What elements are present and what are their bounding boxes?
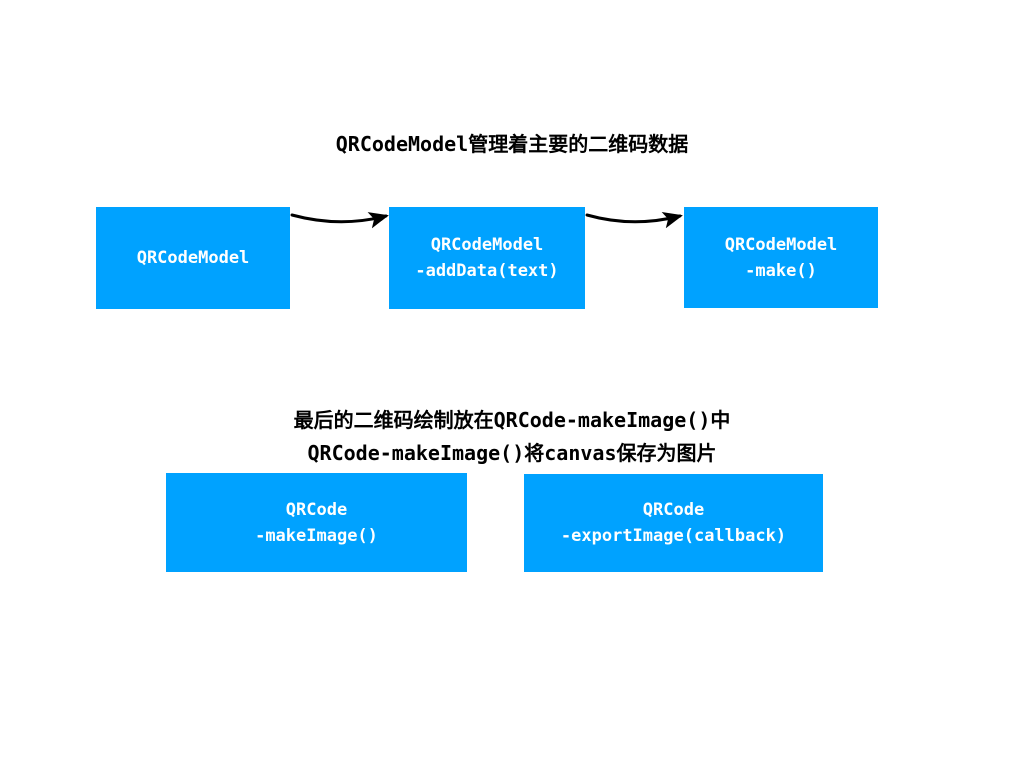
- caption-block: 最后的二维码绘制放在QRCode-makeImage()中 QRCode-mak…: [0, 404, 1024, 470]
- caption-line-1: 最后的二维码绘制放在QRCode-makeImage()中: [293, 408, 731, 432]
- node-line-primary: QRCode: [642, 500, 705, 520]
- node-line-primary: QRCodeModel: [136, 248, 250, 268]
- node-line-secondary: -addData(text): [415, 261, 559, 281]
- node-line-primary: QRCode: [285, 499, 348, 520]
- caption-line-2: QRCode-makeImage()将canvas保存为图片: [307, 441, 717, 465]
- section-title: QRCodeModel管理着主要的二维码数据: [335, 132, 689, 156]
- flow-node-qrcode-exportimage[interactable]: QRCode -exportImage(callback): [524, 474, 823, 572]
- node-line-secondary: -makeImage(): [255, 525, 378, 546]
- node-line-secondary: -exportImage(callback): [560, 526, 787, 546]
- node-line-primary: QRCodeModel: [724, 234, 838, 255]
- flow-node-qrcodemodel[interactable]: QRCodeModel: [96, 207, 290, 309]
- node-line-secondary: -make(): [745, 260, 817, 281]
- flow-node-qrcode-makeimage[interactable]: QRCode -makeImage(): [166, 473, 467, 572]
- arrow-adddata-to-make: [585, 212, 683, 229]
- node-line-primary: QRCodeModel: [430, 235, 544, 255]
- flow-node-qrcodemodel-adddata[interactable]: QRCodeModel -addData(text): [389, 207, 585, 309]
- flow-node-qrcodemodel-make[interactable]: QRCodeModel -make(): [684, 207, 878, 308]
- arrow-model-to-adddata: [290, 212, 389, 229]
